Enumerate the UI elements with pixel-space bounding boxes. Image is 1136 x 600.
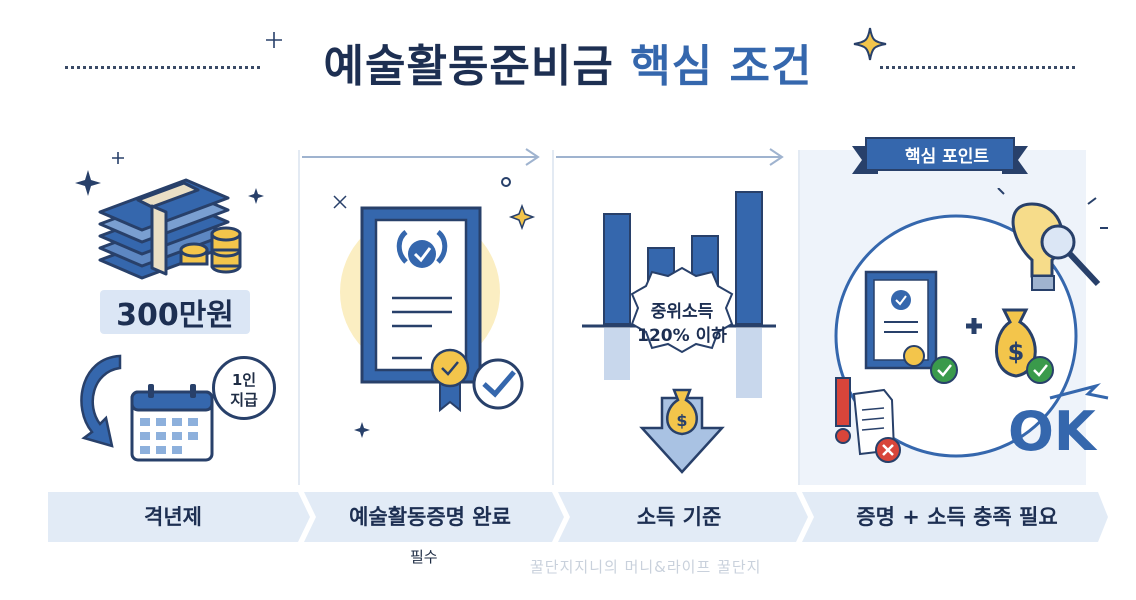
ok-text: OK	[1008, 400, 1096, 463]
svg-text:$: $	[676, 411, 687, 430]
bubble-line2: 지급	[230, 391, 258, 409]
badge-line2: 120% 이하	[637, 326, 727, 346]
panel-1	[48, 150, 300, 485]
label-art-certificate: 예술활동증명 완료	[349, 505, 511, 529]
title-part2: 핵심 조건	[630, 41, 813, 92]
money-bag-icon: $	[666, 388, 698, 436]
warning-icon	[835, 377, 851, 444]
money-bag-icon: $	[995, 308, 1037, 378]
plus-icon	[966, 318, 982, 334]
money-stack-icon	[75, 152, 264, 280]
page-title: 예술활동준비금 핵심 조건	[0, 30, 1136, 94]
panel-2	[300, 150, 554, 485]
income-badge: 중위소득 120% 이하	[622, 300, 742, 348]
per-person-bubble: 1인 지급	[212, 356, 276, 420]
calendar-icon	[80, 354, 214, 462]
check-icon	[472, 358, 524, 410]
sparkle-icon	[853, 27, 887, 61]
svg-text:$: $	[1008, 338, 1025, 366]
title-part1: 예술활동준비금	[323, 41, 614, 92]
bubble-line1: 1인	[231, 371, 257, 389]
bar-chart-icon: $	[582, 191, 776, 474]
amount-value: 300만원	[100, 290, 250, 334]
check-icon	[930, 356, 958, 384]
label-strip	[48, 492, 1108, 542]
ribbon-banner	[852, 137, 1028, 174]
certificate-icon	[333, 177, 536, 438]
summary-illustration: $	[834, 188, 1109, 463]
magnifier-icon	[1040, 224, 1101, 287]
sparkle-icon	[266, 32, 282, 48]
flow-arrows	[302, 148, 784, 166]
cycle-arrow-icon	[80, 354, 122, 448]
document-icon	[864, 270, 938, 370]
badge-line1: 중위소득	[650, 302, 714, 322]
label-income: 소득 기준	[636, 505, 722, 529]
title-divider-left	[65, 66, 260, 69]
title-divider-right	[880, 66, 1075, 69]
panel-3	[554, 150, 800, 485]
lightbulb-icon	[1011, 202, 1064, 291]
required-note: 필수	[410, 548, 438, 566]
label-biennial: 격년제	[144, 505, 202, 529]
medal-icon	[430, 348, 470, 413]
label-summary: 증명 + 소득 충족 필요	[856, 505, 1058, 529]
watermark: 꿀단지지니의 머니&라이프 꿀단지	[530, 558, 762, 576]
key-point-label: 핵심 포인트	[904, 147, 990, 167]
